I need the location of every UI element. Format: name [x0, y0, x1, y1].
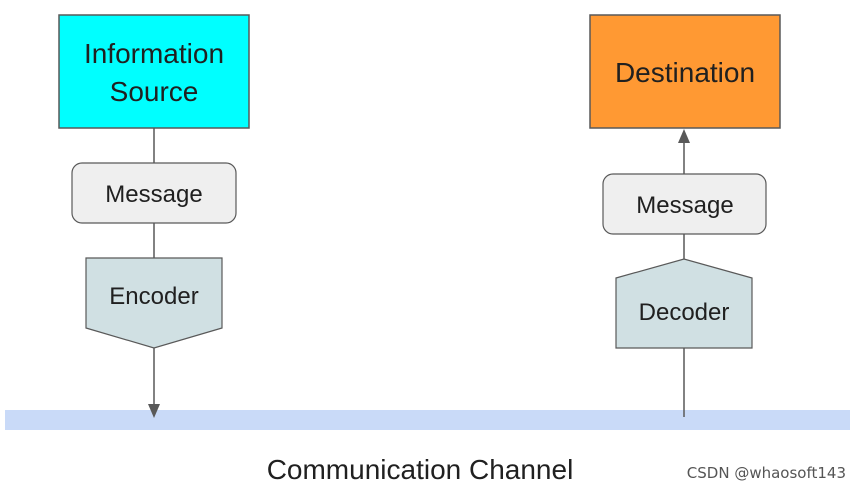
information-source-label-line2: Source: [110, 76, 199, 107]
destination-label: Destination: [615, 57, 755, 88]
watermark-text: CSDN @whaosoft143: [687, 464, 846, 482]
encoder-shape: [85, 257, 223, 349]
message-label-left: Message: [105, 181, 202, 208]
encoder-label: Encoder: [109, 283, 198, 310]
information-source-box: [58, 14, 250, 129]
destination-box: [589, 14, 781, 129]
message-box-left: [71, 162, 237, 224]
arrowhead-message-destination: [678, 129, 690, 143]
channel-label: Communication Channel: [267, 454, 574, 485]
arrowhead-encoder-channel: [148, 404, 160, 418]
message-box-right: [602, 173, 767, 235]
decoder-label: Decoder: [639, 299, 730, 326]
message-label-right: Message: [636, 192, 733, 219]
decoder-shape: [615, 258, 753, 349]
channel-band: [5, 410, 850, 430]
information-source-label-line1: Information: [84, 38, 224, 69]
